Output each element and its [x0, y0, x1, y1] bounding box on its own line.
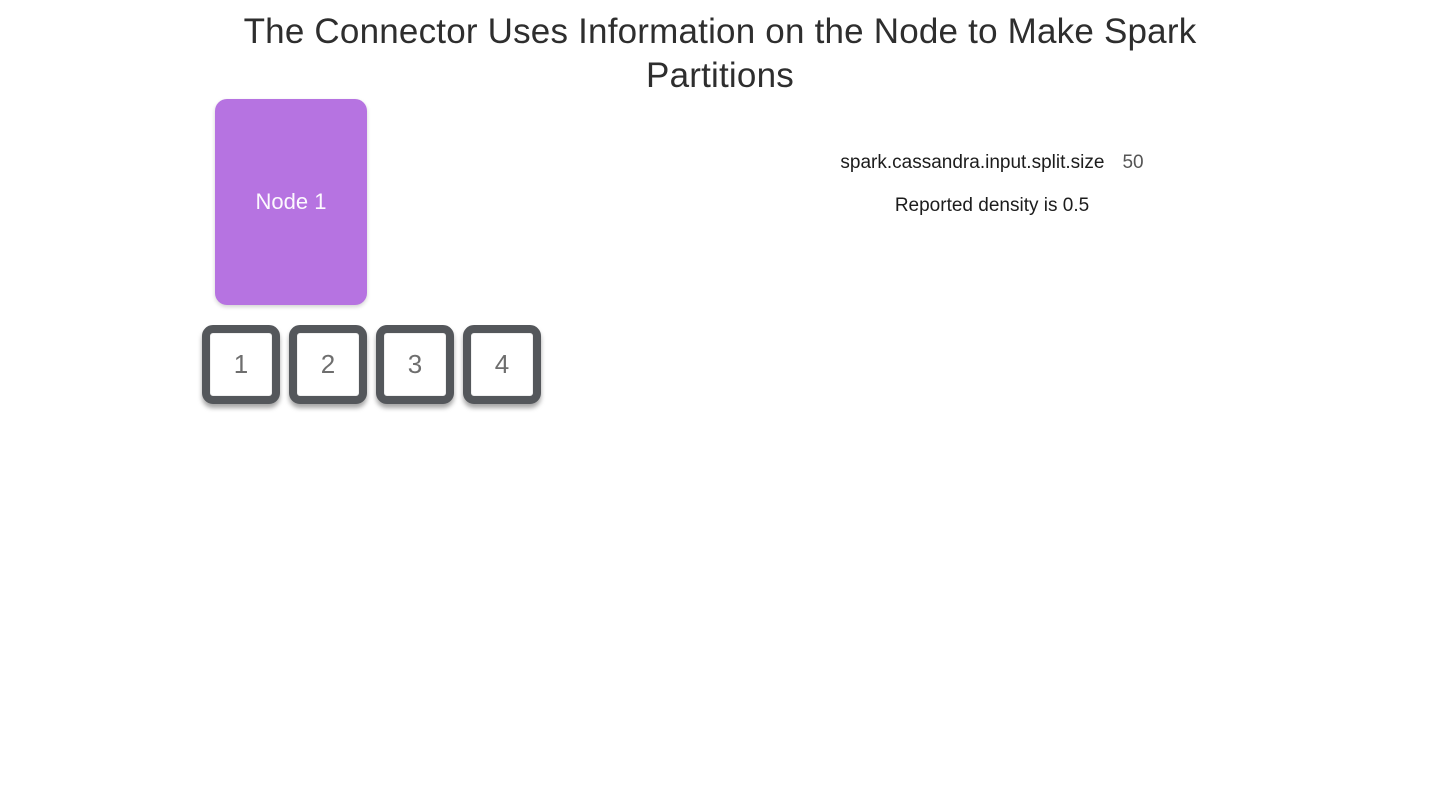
partition-number: 3	[407, 349, 423, 379]
partition-square-4: 4	[463, 325, 541, 404]
config-key: spark.cassandra.input.split.size	[840, 152, 1105, 173]
config-block: spark.cassandra.input.split.size 50 Repor…	[792, 151, 1192, 217]
partition-square-3: 3	[376, 325, 454, 404]
partitions-row: 1 2 3 4	[202, 325, 541, 404]
partition-square-1: 1	[202, 325, 280, 404]
partition-square-2: 2	[289, 325, 367, 404]
config-value: 50	[1122, 152, 1144, 173]
node-label: Node 1	[255, 189, 327, 214]
density-note: Reported density is 0.5	[894, 195, 1090, 216]
slide-title-text: The Connector Uses Information on the No…	[243, 12, 1197, 95]
partition-number: 1	[233, 349, 249, 379]
slide-title: The Connector Uses Information on the No…	[0, 10, 1440, 98]
partition-number: 4	[494, 349, 510, 379]
config-line: spark.cassandra.input.split.size 50	[792, 151, 1192, 174]
partition-number: 2	[320, 349, 336, 379]
node-box: Node 1	[215, 99, 367, 305]
